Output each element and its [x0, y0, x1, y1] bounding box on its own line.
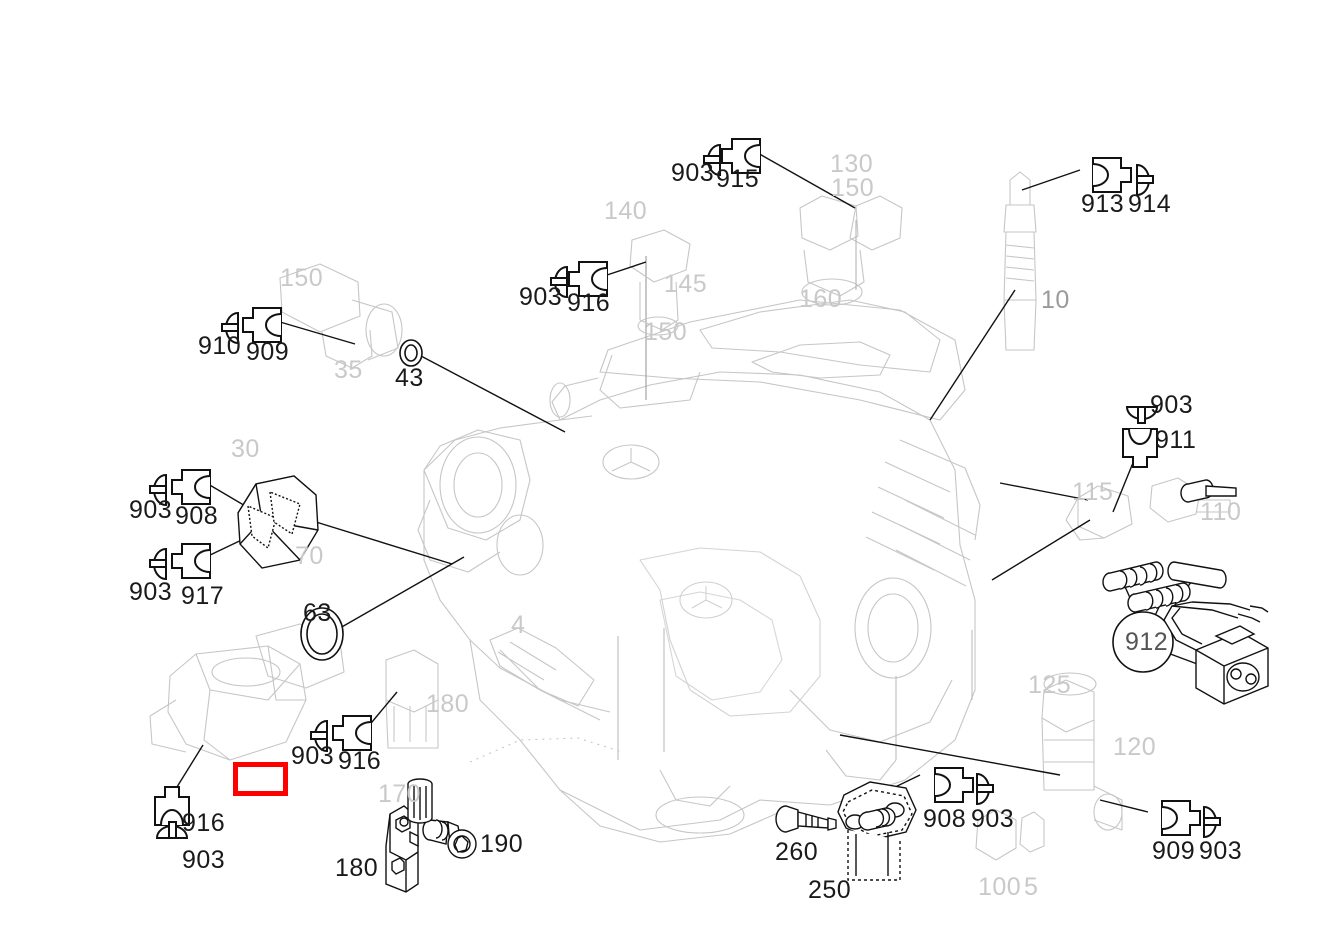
part-number-label-c909a: 909 — [246, 338, 290, 366]
part-number-label-c915: 915 — [716, 165, 760, 193]
leader-line — [1099, 799, 1149, 813]
part-number-label-cfaint-14: 120 — [1113, 733, 1157, 761]
plug-pin-horizontal-flip-icon — [1203, 806, 1221, 838]
part-number-label-cfaint-18: 5 — [1024, 873, 1039, 901]
socket-box-horizontal-icon — [332, 715, 372, 751]
part-number-label-c916b: 916 — [338, 747, 382, 775]
part-number-label-c909b: 909 — [1152, 837, 1196, 865]
part-number-label-cfaint-4: 150 — [831, 174, 875, 202]
engine-body-illustration — [149, 171, 1231, 861]
leader-line — [755, 151, 856, 209]
connector-housing-part — [1163, 601, 1269, 705]
leader-line — [603, 261, 647, 277]
part-number-label-c903-916b: 903 — [291, 742, 335, 770]
part-number-label-c190: 190 — [480, 830, 524, 858]
shrink-tube-part — [1167, 561, 1227, 589]
plug-pin-horizontal-flip-icon — [976, 773, 994, 805]
connector-symbols — [149, 138, 1221, 839]
leader-line — [339, 556, 465, 629]
oring-63-part — [300, 607, 344, 661]
part-number-label-c916a: 916 — [567, 289, 611, 317]
part-number-label-c43: 43 — [395, 364, 424, 392]
part-number-label-c903-916c: 903 — [182, 846, 226, 874]
part-number-label-c917: 917 — [181, 582, 225, 610]
leader-line — [420, 355, 566, 433]
part-number-label-cfaint-3: 130 — [830, 150, 874, 178]
part-number-label-c914: 914 — [1128, 190, 1172, 218]
screw-260-part — [775, 805, 837, 833]
part-number-label-c903-908b: 903 — [971, 805, 1015, 833]
part-number-label-c903-909b: 903 — [1199, 837, 1243, 865]
plug-pin-horizontal-icon — [149, 548, 167, 580]
part-number-label-c250: 250 — [808, 876, 852, 904]
part-number-label-c908b: 908 — [923, 805, 967, 833]
part-number-label-c908a: 908 — [175, 502, 219, 530]
foreground-parts — [237, 339, 1269, 893]
part-number-label-cfaint-10: 70 — [295, 542, 324, 570]
red-selection-box[interactable] — [233, 762, 288, 796]
socket-box-vertical-icon — [1122, 428, 1158, 468]
leader-line — [999, 482, 1089, 501]
part-number-label-cfaint-15: 180 — [426, 690, 470, 718]
socket-box-horizontal-flip-icon — [1161, 800, 1201, 836]
part-number-label-cfaint-16: 170 — [378, 780, 422, 808]
socket-box-horizontal-flip-icon — [1092, 157, 1132, 193]
part-number-label-cfaint-12: 110 — [1200, 498, 1242, 526]
part-number-label-cfaint-13: 125 — [1028, 671, 1072, 699]
leader-line — [839, 734, 1061, 776]
part-number-label-c903-911: 903 — [1150, 391, 1194, 419]
sensor-rod-part — [1180, 479, 1237, 503]
bracket-180-part — [385, 805, 419, 893]
leader-line — [1021, 169, 1081, 191]
part-number-label-c903-916a: 903 — [519, 283, 563, 311]
part-number-label-cfaint-5: 160 — [799, 285, 843, 313]
leader-line — [366, 691, 398, 729]
part-number-label-c63: 63 — [303, 599, 332, 627]
pump-body-part — [837, 781, 917, 881]
socket-box-horizontal-icon — [242, 307, 282, 343]
part-number-label-c911: 911 — [1155, 426, 1197, 454]
part-number-label-c903-908: 903 — [129, 496, 173, 524]
oring-43-part — [399, 339, 423, 367]
part-number-label-c903-915: 903 — [671, 159, 715, 187]
part-number-label-c910: 910 — [198, 332, 242, 360]
leader-line — [302, 517, 453, 565]
part-number-label-cfaint-7: 150 — [644, 318, 688, 346]
strainer-170-part — [407, 778, 433, 824]
part-number-label-c10: 10 — [1041, 286, 1070, 314]
part-number-label-cfaint-11: 115 — [1072, 478, 1114, 506]
crimp-sleeve-b — [1127, 582, 1191, 613]
part-number-label-c260: 260 — [775, 838, 819, 866]
part-number-label-cfaint-9: 30 — [231, 435, 260, 463]
part-number-label-cfaint-6: 145 — [664, 270, 708, 298]
part-number-label-c916c: 916 — [182, 809, 226, 837]
leader-line — [991, 519, 1091, 581]
control-module-part — [237, 475, 319, 569]
part-number-label-c913: 913 — [1081, 190, 1125, 218]
leader-line — [929, 289, 1016, 421]
part-number-label-cfaint-1: 150 — [280, 264, 324, 292]
part-number-label-cfaint-19: 4 — [511, 611, 526, 639]
socket-box-horizontal-flip-icon — [934, 767, 974, 803]
part-number-label-c180: 180 — [335, 854, 379, 882]
leader-line — [279, 321, 356, 345]
leader-lines — [171, 151, 1209, 813]
part-number-label-c903-917: 903 — [129, 578, 173, 606]
part-number-label-cfaint-2: 140 — [604, 197, 648, 225]
callout-circle-912 — [1112, 611, 1174, 673]
socket-box-horizontal-icon — [171, 543, 211, 579]
part-number-label-cfaint-8: 35 — [334, 356, 363, 384]
socket-box-horizontal-icon — [171, 469, 211, 505]
bolt-190-part — [422, 819, 477, 859]
crimp-sleeve-a — [1102, 561, 1164, 592]
part-number-label-c912: 912 — [1125, 628, 1169, 656]
part-number-label-cfaint-17: 100 — [978, 873, 1022, 901]
